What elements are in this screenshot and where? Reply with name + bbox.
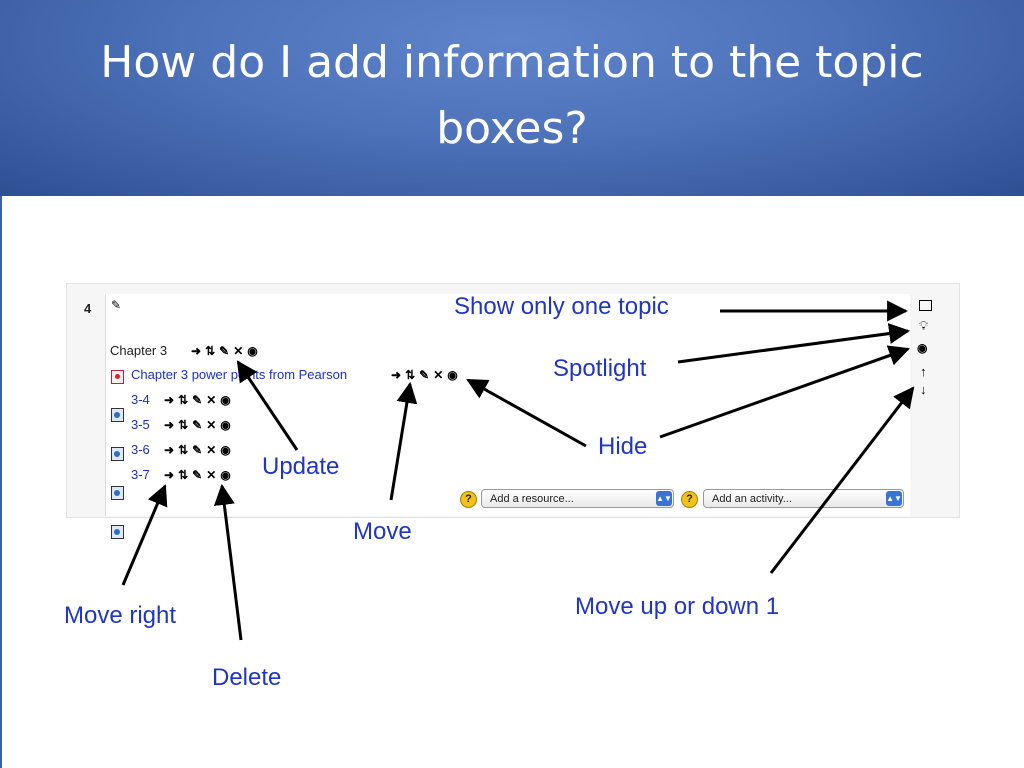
indent-right-icon[interactable]: ➜ — [391, 368, 402, 382]
slide-header: How do I add information to the topic bo… — [0, 0, 1024, 196]
select-arrows-icon: ▲▼ — [656, 491, 672, 506]
callout-update: Update — [262, 453, 340, 480]
resource-3-4[interactable]: 3-4 — [131, 392, 150, 407]
slide-title: How do I add information to the topic bo… — [100, 37, 924, 154]
callout-delete: Delete — [212, 664, 282, 691]
row-icons-chapter-3: ➜ ⇅ ✎ ✕ ◉ — [191, 345, 258, 357]
edit-icon[interactable]: ✎ — [219, 344, 230, 358]
slide-left-border — [0, 196, 2, 768]
delete-icon[interactable]: ✕ — [206, 418, 217, 432]
move-icon[interactable]: ⇅ — [178, 393, 189, 407]
add-resource-select[interactable]: Add a resource... ▲▼ — [481, 489, 674, 508]
edit-summary-icon[interactable]: ✎ — [111, 298, 122, 312]
indent-right-icon[interactable]: ➜ — [164, 468, 175, 482]
callout-move: Move — [353, 518, 412, 545]
arrow-up-icon[interactable]: ↑ — [920, 364, 927, 379]
resource-icon — [111, 408, 124, 422]
callout-spotlight: Spotlight — [553, 355, 647, 382]
eye-icon[interactable]: ◉ — [220, 443, 231, 457]
indent-right-icon[interactable]: ➜ — [191, 344, 202, 358]
indent-right-icon[interactable]: ➜ — [164, 393, 175, 407]
row-icons-3-6: ➜ ⇅ ✎ ✕ ◉ — [164, 444, 231, 456]
indent-right-icon[interactable]: ➜ — [164, 443, 175, 457]
label-chapter-3[interactable]: Chapter 3 — [110, 343, 168, 358]
edit-icon[interactable]: ✎ — [192, 468, 203, 482]
resource-icon — [111, 447, 124, 461]
move-icon[interactable]: ⇅ — [178, 418, 189, 432]
resource-3-5[interactable]: 3-5 — [131, 417, 150, 432]
resource-3-6[interactable]: 3-6 — [131, 442, 150, 457]
add-resource-label: Add a resource... — [490, 492, 574, 505]
callout-move-right: Move right — [64, 602, 177, 629]
select-arrows-icon: ▲▼ — [886, 491, 902, 506]
callout-move-up-or-down: Move up or down 1 — [575, 593, 780, 620]
edit-icon[interactable]: ✎ — [192, 443, 203, 457]
edit-icon[interactable]: ✎ — [192, 418, 203, 432]
callout-hide: Hide — [598, 433, 648, 460]
eye-icon[interactable]: ◉ — [917, 341, 928, 355]
eye-icon[interactable]: ◉ — [220, 393, 231, 407]
resource-icon — [111, 486, 124, 500]
callout-show-only-one-topic: Show only one topic — [454, 293, 669, 320]
delete-icon[interactable]: ✕ — [206, 443, 217, 457]
move-icon[interactable]: ⇅ — [178, 468, 189, 482]
indent-right-icon[interactable]: ➜ — [164, 418, 175, 432]
delete-icon[interactable]: ✕ — [233, 344, 244, 358]
eye-icon[interactable]: ◉ — [247, 344, 258, 358]
move-icon[interactable]: ⇅ — [205, 344, 216, 358]
row-icons-3-4: ➜ ⇅ ✎ ✕ ◉ — [164, 394, 231, 406]
eye-icon[interactable]: ◉ — [447, 368, 458, 382]
row-icons-3-5: ➜ ⇅ ✎ ✕ ◉ — [164, 419, 231, 431]
powerpoint-icon — [111, 370, 124, 384]
topic-right-controls — [910, 294, 958, 516]
resource-3-7[interactable]: 3-7 — [131, 467, 150, 482]
help-icon[interactable]: ? — [460, 491, 477, 508]
help-icon[interactable]: ? — [681, 491, 698, 508]
row-icons-3-7: ➜ ⇅ ✎ ✕ ◉ — [164, 469, 231, 481]
delete-icon[interactable]: ✕ — [206, 468, 217, 482]
topic-number: 4 — [84, 301, 92, 316]
row-icons-powerpoints: ➜ ⇅ ✎ ✕ ◉ — [391, 369, 458, 381]
delete-icon[interactable]: ✕ — [433, 368, 444, 382]
square-icon[interactable] — [919, 300, 932, 311]
delete-icon[interactable]: ✕ — [206, 393, 217, 407]
add-activity-label: Add an activity... — [712, 492, 792, 505]
edit-icon[interactable]: ✎ — [192, 393, 203, 407]
resource-icon — [111, 525, 124, 539]
move-icon[interactable]: ⇅ — [405, 368, 416, 382]
eye-icon[interactable]: ◉ — [220, 468, 231, 482]
arrow-down-icon[interactable]: ↓ — [920, 382, 927, 397]
add-activity-select[interactable]: Add an activity... ▲▼ — [703, 489, 904, 508]
edit-icon[interactable]: ✎ — [419, 368, 430, 382]
move-icon[interactable]: ⇅ — [178, 443, 189, 457]
lightbulb-icon[interactable]: 💡︎ — [919, 318, 929, 333]
resource-chapter-3-powerpoints[interactable]: Chapter 3 power points from Pearson — [131, 367, 348, 382]
eye-icon[interactable]: ◉ — [220, 418, 231, 432]
